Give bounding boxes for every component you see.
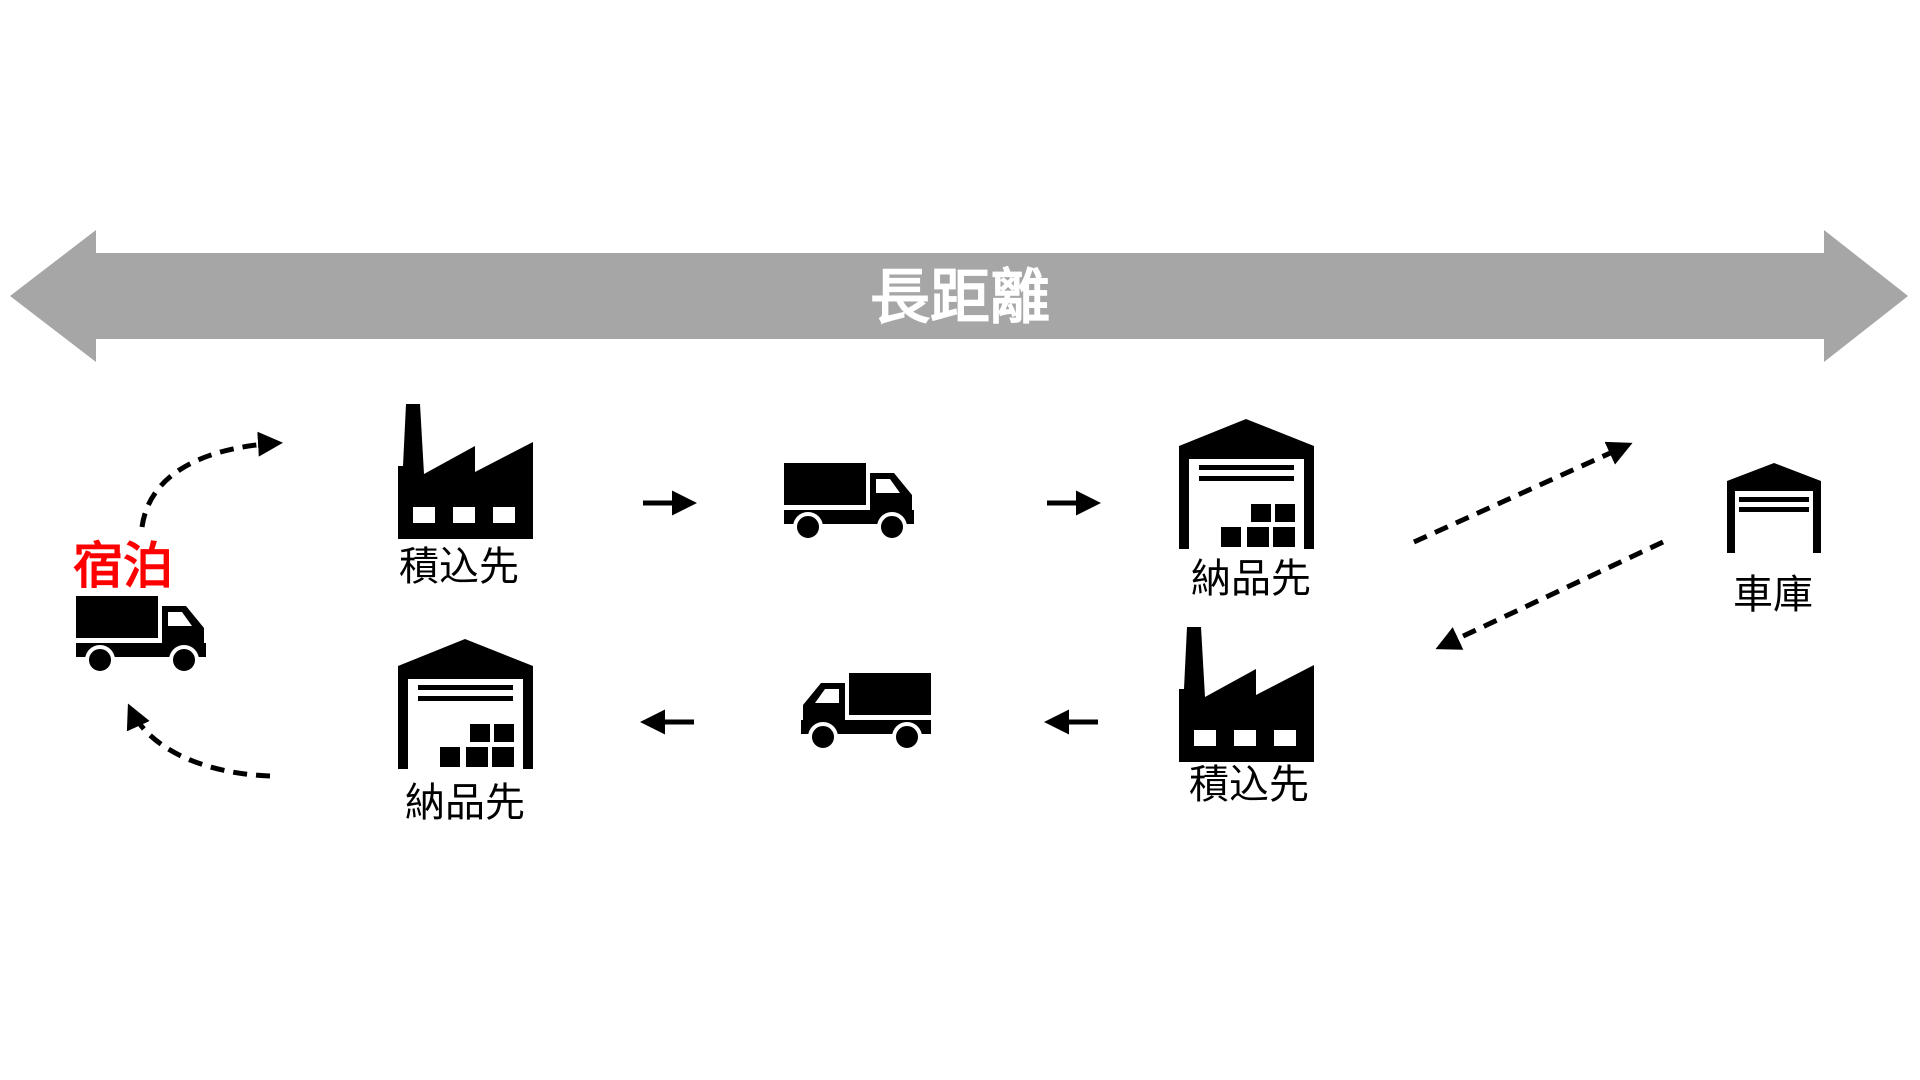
dashed-arrow-return — [126, 703, 271, 779]
label-delivery-2: 納品先 — [405, 780, 525, 826]
banner-label: 長距離 — [870, 263, 1050, 333]
warehouse-icon-delivery-1 — [1179, 419, 1314, 549]
garage-icon — [1727, 463, 1821, 553]
overnight-label: 宿泊 — [73, 537, 173, 595]
label-loading-1: 積込先 — [399, 544, 519, 590]
long-distance-banner: 長距離 — [10, 230, 1908, 362]
factory-icon-loading-1 — [398, 404, 533, 539]
truck-icon-overnight — [74, 594, 208, 675]
label-garage: 車庫 — [1733, 572, 1813, 618]
double-arrow-shape — [10, 230, 1908, 362]
dashed-arrow-from-garage — [1435, 539, 1665, 650]
warehouse-icon-delivery-2 — [398, 639, 533, 769]
label-loading-2: 積込先 — [1189, 762, 1309, 808]
truck-icon-return — [799, 671, 933, 752]
label-delivery-1: 納品先 — [1191, 556, 1311, 602]
truck-icon-outbound — [782, 461, 916, 542]
factory-icon-loading-2 — [1179, 627, 1314, 762]
dashed-arrow-depart — [139, 431, 283, 528]
dashed-arrow-to-garage — [1412, 441, 1633, 545]
